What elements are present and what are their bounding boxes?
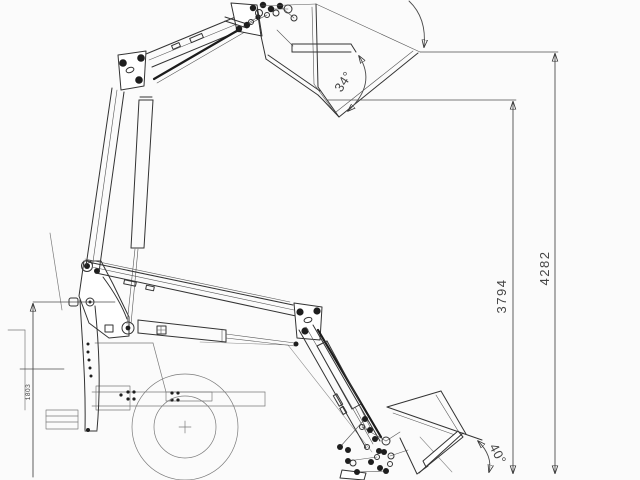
dim-outer-label: 4282: [537, 251, 552, 286]
bucket-linkage-bottom: [337, 416, 409, 480]
boom-lowered: [84, 258, 383, 449]
frame-bolts: [119, 390, 180, 402]
dimension-left-height: 1803: [19, 301, 116, 478]
bucket-linkage-top: [224, 1, 298, 37]
bucket-dump-top: [256, 3, 421, 118]
wheel: [131, 373, 239, 480]
dimension-inner-height: 3794: [326, 99, 517, 473]
dim-inner-label: 3794: [494, 279, 509, 314]
counterweight-rail: [45, 409, 79, 430]
dim-left-label: 1803: [25, 384, 32, 400]
boom-raised: [85, 10, 259, 325]
angle-rollback: 40°: [478, 441, 510, 472]
bucket-ground-bottom: [386, 390, 483, 475]
dimension-outer-height: 4282: [419, 51, 559, 473]
tractor-outline: [7, 232, 373, 453]
angle-dump-label: 34°: [331, 69, 355, 95]
mount-tower: [68, 260, 167, 432]
